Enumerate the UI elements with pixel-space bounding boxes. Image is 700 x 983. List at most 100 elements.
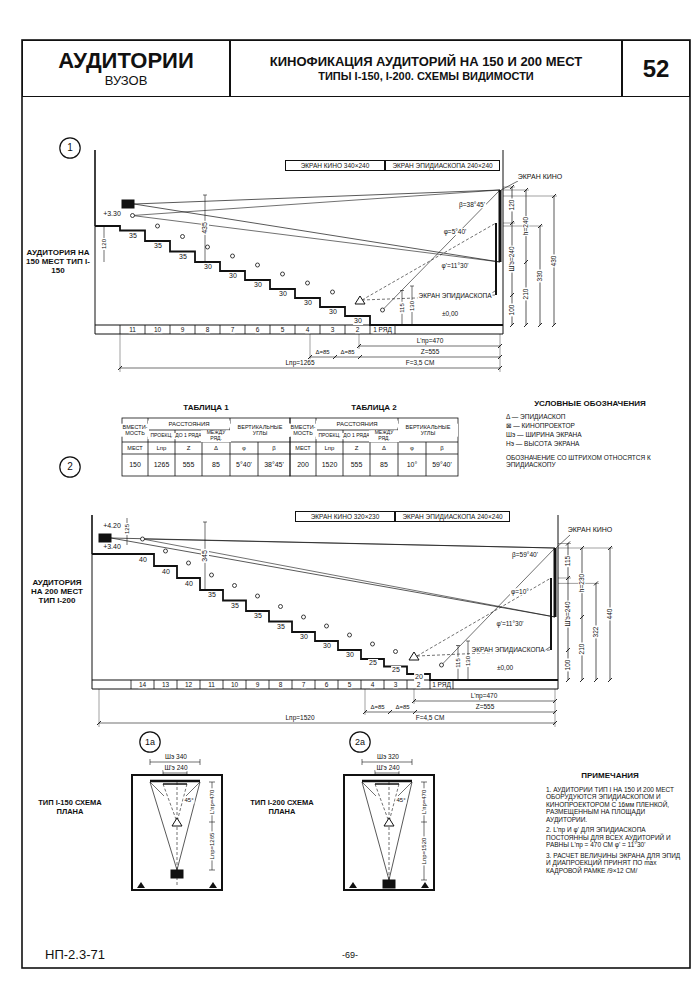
dimension-label: 210: [578, 642, 585, 655]
auditorium-section: [95, 150, 557, 372]
callout-circle: 1: [59, 137, 81, 159]
plan-scheme: [172, 818, 182, 826]
table-header: ПРОЕКЦ.: [147, 433, 176, 439]
level-mark: +3.40: [102, 543, 122, 551]
auditorium-section: [99, 701, 555, 723]
data-table: [290, 418, 458, 476]
null: [156, 224, 160, 228]
table-header: ВЕРТИКАЛЬНЫЕ УГЛЫ: [398, 424, 458, 437]
null: [181, 235, 185, 239]
auditorium-section: [120, 334, 500, 372]
row-number: 4: [305, 326, 311, 333]
table-header: ВМЕСТИ- МОСТЬ: [289, 424, 317, 437]
dimension-label: h=240: [522, 216, 529, 236]
table-title: ТАБЛИЦА 1: [182, 403, 229, 412]
table-header: РАССТОЯНИЯ: [316, 421, 398, 428]
callout-circle: 2: [59, 456, 81, 478]
null: [440, 663, 444, 667]
callout-circle: 1а: [139, 731, 161, 753]
title-cell-text: КИНОФИКАЦИЯ АУДИТОРИЙ НА 150 И 200 МЕСТ: [270, 55, 582, 70]
auditorium-section: [97, 699, 557, 725]
null: [256, 263, 260, 267]
step-height: 30: [345, 650, 355, 658]
table-header: ПРОЕКЦ.: [315, 433, 344, 439]
null: [325, 624, 329, 628]
table-cell: 38°45': [263, 461, 285, 469]
step-height: 30: [253, 280, 263, 288]
null: [131, 214, 385, 313]
table-header: Lпр: [324, 445, 336, 452]
dimension-label: Δ=85: [394, 704, 410, 711]
dimension-label: 322: [592, 625, 599, 638]
angle-label: 45°: [395, 797, 406, 804]
step-height: 30: [353, 316, 363, 324]
dimension-label: Z=555: [420, 348, 441, 355]
plan-scheme: [362, 780, 412, 783]
step-height: 30: [322, 641, 332, 649]
row-number: 2: [416, 681, 422, 688]
table-cell: 150: [128, 461, 142, 469]
step-height: 40: [184, 580, 194, 588]
null: [210, 573, 214, 577]
data-table: [290, 418, 458, 476]
step-height: 30: [203, 262, 213, 270]
sheet-frame: [22, 40, 690, 968]
header-cell-text: ВУЗОВ: [105, 74, 148, 89]
null: [164, 549, 168, 553]
null: [256, 594, 260, 598]
dimension-label: 120: [508, 199, 515, 212]
sheet-frame: [22, 40, 690, 968]
dimension-label: F=4,5 СМ: [415, 714, 446, 721]
dimension-label: Δ=85: [339, 349, 355, 356]
auditorium-section: [127, 518, 207, 590]
angle-label: φ'=11°30': [495, 620, 524, 627]
auditorium-section: [499, 190, 502, 262]
table-cell: 59°40': [431, 461, 453, 469]
table-cell: 85: [379, 461, 389, 469]
table-header: Z: [354, 445, 360, 452]
screen-box: ЭКРАН КИНО 340×240: [285, 160, 385, 171]
dimension-label: 440: [606, 608, 613, 621]
dimension-label: Ш'э 240: [375, 764, 400, 771]
dimension-label: 115: [564, 555, 571, 567]
null: [233, 584, 237, 588]
null: [348, 633, 352, 637]
header-cell-text: АУДИТОРИИ: [58, 48, 193, 73]
callout-circle: 2а: [349, 731, 371, 753]
row-number: 4: [370, 681, 376, 688]
dimension-label: 100: [564, 659, 571, 672]
dimension-label: 115: [455, 657, 462, 669]
dimension-label: h=230: [578, 572, 585, 592]
table-header: β: [271, 445, 276, 452]
plan-scheme: [150, 780, 200, 783]
dimension-label: Lпр=1265: [209, 832, 216, 861]
plan-scheme: [375, 783, 399, 785]
screen-box-text: ЭКРАН КИНО 320×230: [311, 513, 380, 520]
dimension-label: Δ=85: [314, 349, 330, 356]
auditorium-section: [362, 223, 496, 300]
step-height: 35: [128, 232, 138, 240]
step-height: 35: [253, 612, 263, 620]
screen-box-text: ЭКРАН ЭПИДИАСКОПА 240×240: [392, 162, 492, 169]
table-cell: 85: [211, 461, 221, 469]
auditorium-section: [99, 689, 555, 727]
step-height: 30: [328, 307, 338, 315]
plan-title: ТИП I-200 СХЕМА ПЛАНА: [246, 799, 318, 816]
dimension-label: 210: [522, 287, 529, 300]
null: [306, 281, 310, 285]
row-number: 6: [324, 681, 330, 688]
auditorium-section: [120, 325, 395, 334]
row-number: 8: [205, 326, 211, 333]
auditorium-section: [489, 181, 518, 295]
plan-scheme: [150, 782, 200, 796]
table-header: ДО 1 РЯДА: [174, 433, 203, 439]
notes-title: ПРИМЕЧАНИЯ: [580, 771, 640, 780]
dimension-label: 130: [409, 299, 416, 311]
table-header: ДО 1 РЯДА: [342, 433, 371, 439]
step-height: 35: [153, 242, 163, 250]
null: [281, 272, 285, 276]
auditorium-section: [94, 150, 96, 226]
row-number: 1 РЯД: [431, 681, 452, 688]
sheet-number-text: 52: [643, 55, 670, 83]
dimension-label: Шэ 340: [164, 753, 188, 760]
